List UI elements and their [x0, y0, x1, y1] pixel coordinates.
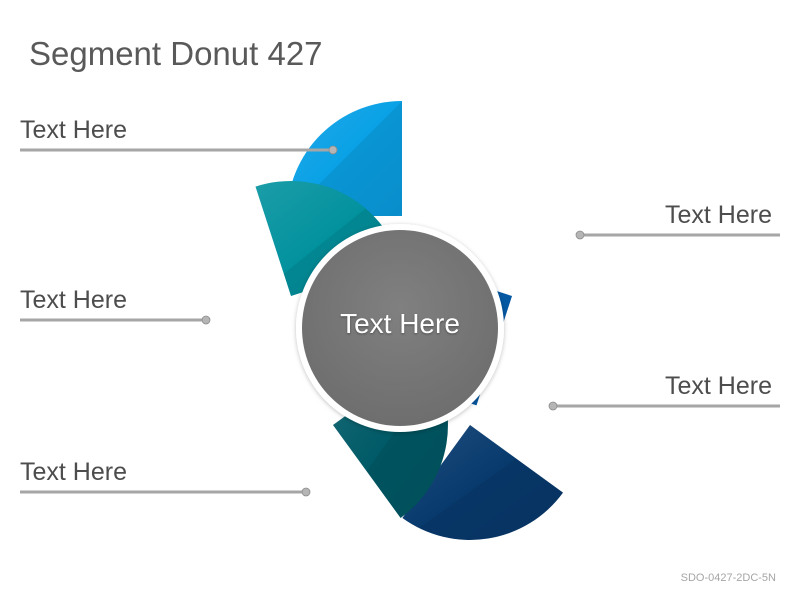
- connector-dot: [575, 230, 585, 240]
- segment-label-bottom-right: Text Here: [665, 372, 772, 400]
- segment-label-middle-left: Text Here: [20, 286, 127, 314]
- center-label: Text Here: [340, 308, 460, 339]
- connector-dot: [301, 487, 311, 497]
- connector-dots: [201, 145, 585, 497]
- slide-code: SDO-0427-2DC-5N: [680, 572, 776, 584]
- connector-lines: [20, 148, 780, 494]
- segment-bottom-right: [402, 425, 563, 540]
- connector-dot: [328, 145, 338, 155]
- segment-label-top-right: Text Here: [665, 201, 772, 229]
- connector-dot: [548, 401, 558, 411]
- segment-label-top-left: Text Here: [20, 116, 127, 144]
- segment-label-bottom-left: Text Here: [20, 458, 127, 486]
- center-circle: [302, 230, 498, 426]
- connector-dot: [201, 315, 211, 325]
- page-title: Segment Donut 427: [29, 35, 323, 72]
- segment-sheen: [402, 425, 563, 540]
